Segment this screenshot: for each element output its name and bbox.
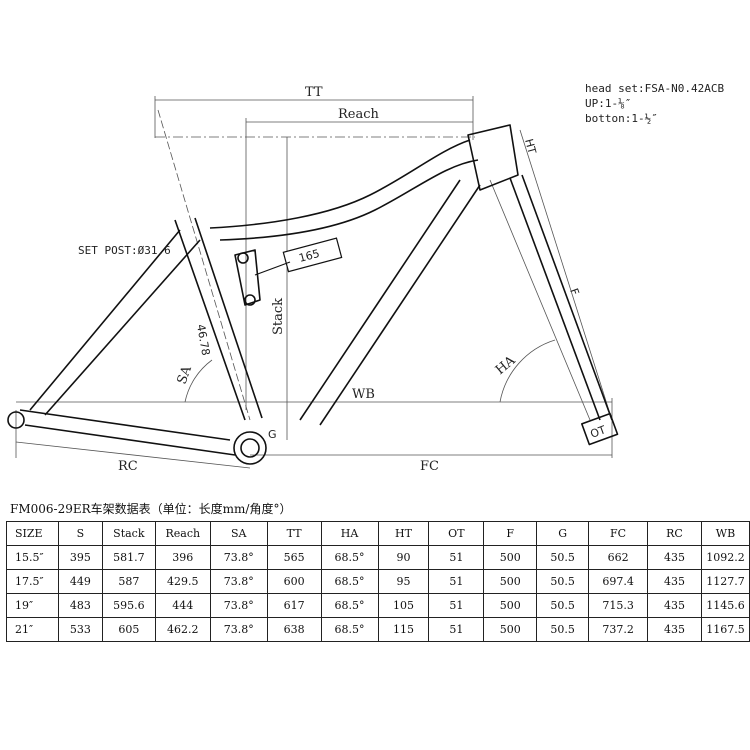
table-cell: 1092.2: [700, 545, 750, 570]
table-cell: 105: [377, 593, 430, 618]
table-cell: 90: [377, 545, 430, 570]
table-cell: 662: [588, 545, 649, 570]
table-cell: 51: [428, 569, 485, 594]
column-header: Stack: [101, 521, 156, 546]
table-cell: 737.2: [588, 617, 649, 642]
label-g: G: [268, 428, 277, 441]
table-cell: 500: [483, 593, 538, 618]
column-header: HT: [377, 521, 430, 546]
table-cell: 73.8°: [209, 593, 268, 618]
table-title: FM006-29ER车架数据表（单位：长度mm/角度°）: [10, 502, 292, 516]
table-cell: 1167.5: [700, 617, 750, 642]
table-cell: 435: [647, 545, 702, 570]
seatpost-note: SET POST:Ø31.6: [78, 244, 171, 257]
table-cell: 51: [428, 545, 485, 570]
table-cell: 50.5: [536, 593, 590, 618]
table-cell: 435: [647, 617, 702, 642]
label-shock-length: 165: [297, 247, 321, 265]
table-cell: 51: [428, 593, 485, 618]
table-cell: 68.5°: [320, 545, 379, 570]
column-header: SA: [209, 521, 268, 546]
table-cell: 50.5: [536, 545, 590, 570]
table-cell: 17.5″: [6, 569, 59, 594]
table-cell: 449: [57, 569, 103, 594]
headset-note: head set:FSA-N0.42ACB: [585, 82, 725, 95]
table-cell: 68.5°: [320, 617, 379, 642]
table-cell: 500: [483, 617, 538, 642]
label-fc: FC: [420, 459, 439, 474]
column-header: RC: [647, 521, 702, 546]
table-cell: 617: [266, 593, 322, 618]
table-cell: 429.5: [154, 569, 211, 594]
column-header: F: [483, 521, 538, 546]
table-cell: 1145.6: [700, 593, 750, 618]
table-cell: 462.2: [154, 617, 211, 642]
table-cell: 444: [154, 593, 211, 618]
table-cell: 595.6: [101, 593, 156, 618]
table-cell: 68.5°: [320, 593, 379, 618]
table-cell: 51: [428, 617, 485, 642]
table-cell: 395: [57, 545, 103, 570]
label-rc: RC: [118, 459, 138, 474]
label-sa: SA: [175, 363, 196, 386]
column-header: OT: [428, 521, 485, 546]
table-cell: 50.5: [536, 569, 590, 594]
label-f: F: [567, 287, 581, 297]
label-ot: OT: [589, 423, 608, 441]
frame-outline: [7, 124, 619, 465]
label-wb: WB: [352, 387, 375, 402]
column-header: G: [536, 521, 590, 546]
table-cell: 73.8°: [209, 617, 268, 642]
label-ht: HT: [522, 137, 539, 155]
table-cell: 581.7: [101, 545, 156, 570]
table-cell: 533: [57, 617, 103, 642]
table-cell: 500: [483, 569, 538, 594]
headset-bottom-note: botton:1-½″: [585, 112, 658, 125]
table-cell: 15.5″: [6, 545, 59, 570]
rear-shock: [254, 237, 343, 276]
table-cell: 435: [647, 593, 702, 618]
label-reach: Reach: [338, 107, 380, 122]
table-cell: 435: [647, 569, 702, 594]
label-seat-length: 46.78: [194, 323, 212, 356]
table-cell: 21″: [6, 617, 59, 642]
table-cell: 95: [377, 569, 430, 594]
table-cell: 73.8°: [209, 545, 268, 570]
table-cell: 605: [101, 617, 156, 642]
table-cell: 1127.7: [700, 569, 750, 594]
table-cell: 565: [266, 545, 322, 570]
headset-up-note: UP:1-⅛″: [585, 97, 632, 110]
table-cell: 638: [266, 617, 322, 642]
column-header: TT: [266, 521, 322, 546]
dimension-lines: [15, 96, 613, 469]
table-cell: 50.5: [536, 617, 590, 642]
table-cell: 68.5°: [320, 569, 379, 594]
table-cell: 500: [483, 545, 538, 570]
table-cell: 396: [154, 545, 211, 570]
label-stack: Stack: [271, 298, 286, 335]
column-header: WB: [700, 521, 750, 546]
table-cell: 115: [377, 617, 430, 642]
table-cell: 483: [57, 593, 103, 618]
table-cell: 73.8°: [209, 569, 268, 594]
column-header: SIZE: [6, 521, 59, 546]
label-ha: HA: [493, 353, 519, 378]
table-cell: 587: [101, 569, 156, 594]
frame-geometry-diagram: TT Reach Stack WB FC RC SA HA F HT OT G …: [7, 85, 619, 474]
column-header: FC: [588, 521, 649, 546]
column-header: HA: [320, 521, 379, 546]
column-header: S: [57, 521, 103, 546]
table-cell: 600: [266, 569, 322, 594]
table-cell: 19″: [6, 593, 59, 618]
table-cell: 697.4: [588, 569, 649, 594]
column-header: Reach: [154, 521, 211, 546]
label-tt: TT: [305, 85, 323, 100]
table-cell: 715.3: [588, 593, 649, 618]
